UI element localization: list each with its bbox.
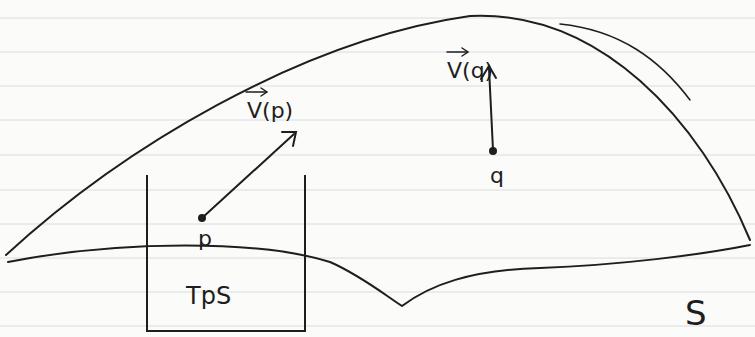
surface-label: S — [685, 296, 707, 330]
point-label: p — [198, 228, 212, 250]
vector-label: V(q) — [447, 60, 493, 82]
tangent-plane-box: TpS — [146, 175, 306, 332]
box-label: TpS — [186, 284, 231, 308]
point-label: q — [490, 165, 504, 187]
vector-label: V(p) — [247, 100, 293, 122]
